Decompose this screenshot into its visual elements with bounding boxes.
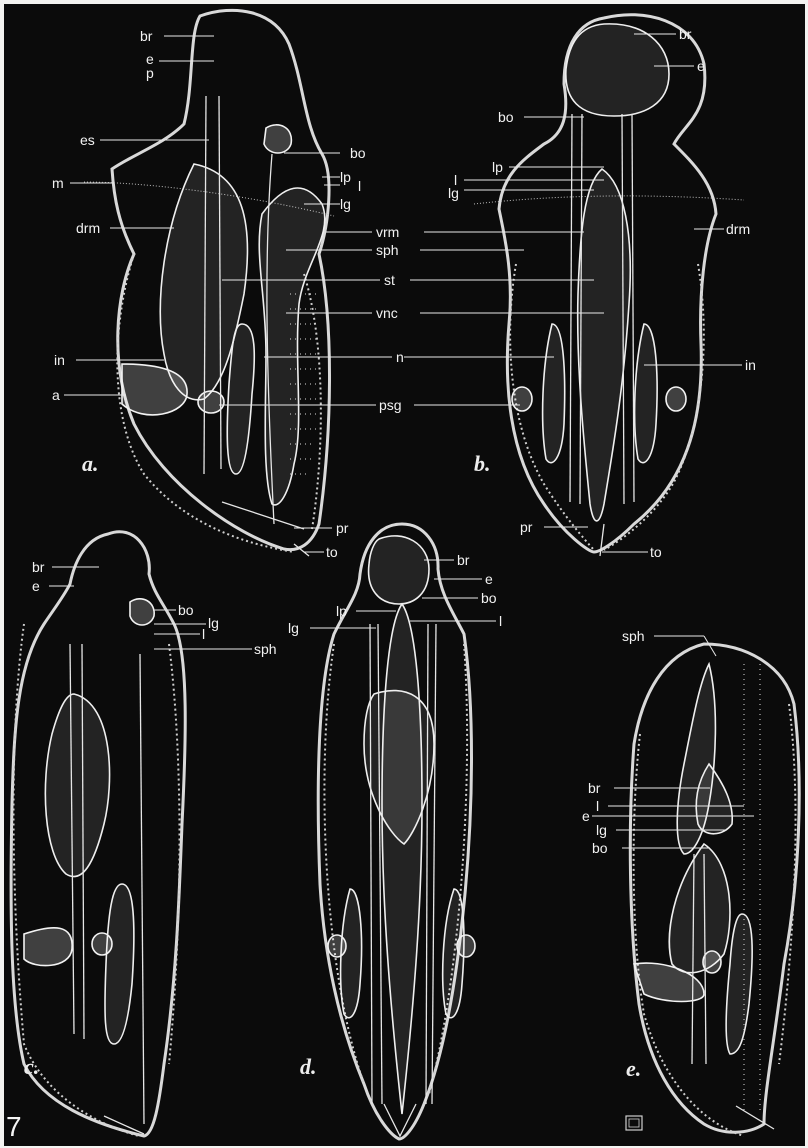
label-psg: psg: [379, 397, 402, 413]
label-d-l: l: [499, 613, 502, 629]
label-e-bo: bo: [592, 840, 608, 856]
label-c-sph: sph: [254, 641, 277, 657]
label-d-br: br: [457, 552, 470, 568]
label-d-lg: lg: [288, 620, 299, 636]
printer-mark-icon: [626, 1116, 642, 1130]
label-d-bo: bo: [481, 590, 497, 606]
label-vnc: vnc: [376, 305, 398, 321]
label-sph: sph: [376, 242, 399, 258]
label-a-es: es: [80, 132, 95, 148]
label-c-lg: lg: [208, 615, 219, 631]
label-d-e: e: [485, 571, 493, 587]
figure-a: [84, 10, 334, 556]
label-e-e: e: [582, 808, 590, 824]
label-a-drm: drm: [76, 220, 100, 236]
illustration-plate: br e p es m drm in a bo lp l lg vrm sph …: [4, 4, 805, 1146]
label-b-to: to: [650, 544, 662, 560]
label-b-drm: drm: [726, 221, 750, 237]
figure-e: [630, 644, 799, 1136]
label-b-bo: bo: [498, 109, 514, 125]
caption-d: d.: [300, 1054, 317, 1079]
label-b-lg: lg: [448, 185, 459, 201]
label-a-to: to: [326, 544, 338, 560]
label-vrm: vrm: [376, 224, 399, 240]
figure-c: [11, 532, 185, 1136]
label-b-in: in: [745, 357, 756, 373]
label-e-lg: lg: [596, 822, 607, 838]
label-c-br: br: [32, 559, 45, 575]
caption-c: c.: [24, 1054, 39, 1079]
label-c-bo: bo: [178, 602, 194, 618]
label-st: st: [384, 272, 395, 288]
caption-b: b.: [474, 451, 491, 476]
anatomy-diagram: br e p es m drm in a bo lp l lg vrm sph …: [4, 4, 805, 1146]
label-c-l: l: [202, 626, 205, 642]
caption-e: e.: [626, 1056, 641, 1081]
label-e-l: l: [596, 798, 599, 814]
label-a-pr: pr: [336, 520, 349, 536]
label-a-l: l: [358, 178, 361, 194]
label-b-br: br: [679, 26, 692, 42]
label-b-e: e: [697, 58, 705, 74]
caption-a: a.: [82, 451, 99, 476]
label-c-e: e: [32, 578, 40, 594]
label-n: n: [396, 349, 404, 365]
label-a-p: p: [146, 65, 154, 81]
label-b-pr: pr: [520, 519, 533, 535]
label-a-a: a: [52, 387, 60, 403]
label-e-br: br: [588, 780, 601, 796]
figure-b: [474, 15, 744, 556]
plate-number: 7: [6, 1111, 22, 1142]
label-d-lp: lp: [336, 603, 347, 619]
label-b-lp: lp: [492, 159, 503, 175]
label-a-in: in: [54, 352, 65, 368]
label-a-bo: bo: [350, 145, 366, 161]
label-a-m: m: [52, 175, 64, 191]
label-a-lp: lp: [340, 169, 351, 185]
label-a-lg: lg: [340, 196, 351, 212]
label-e-sph: sph: [622, 628, 645, 644]
label-a-br: br: [140, 28, 153, 44]
